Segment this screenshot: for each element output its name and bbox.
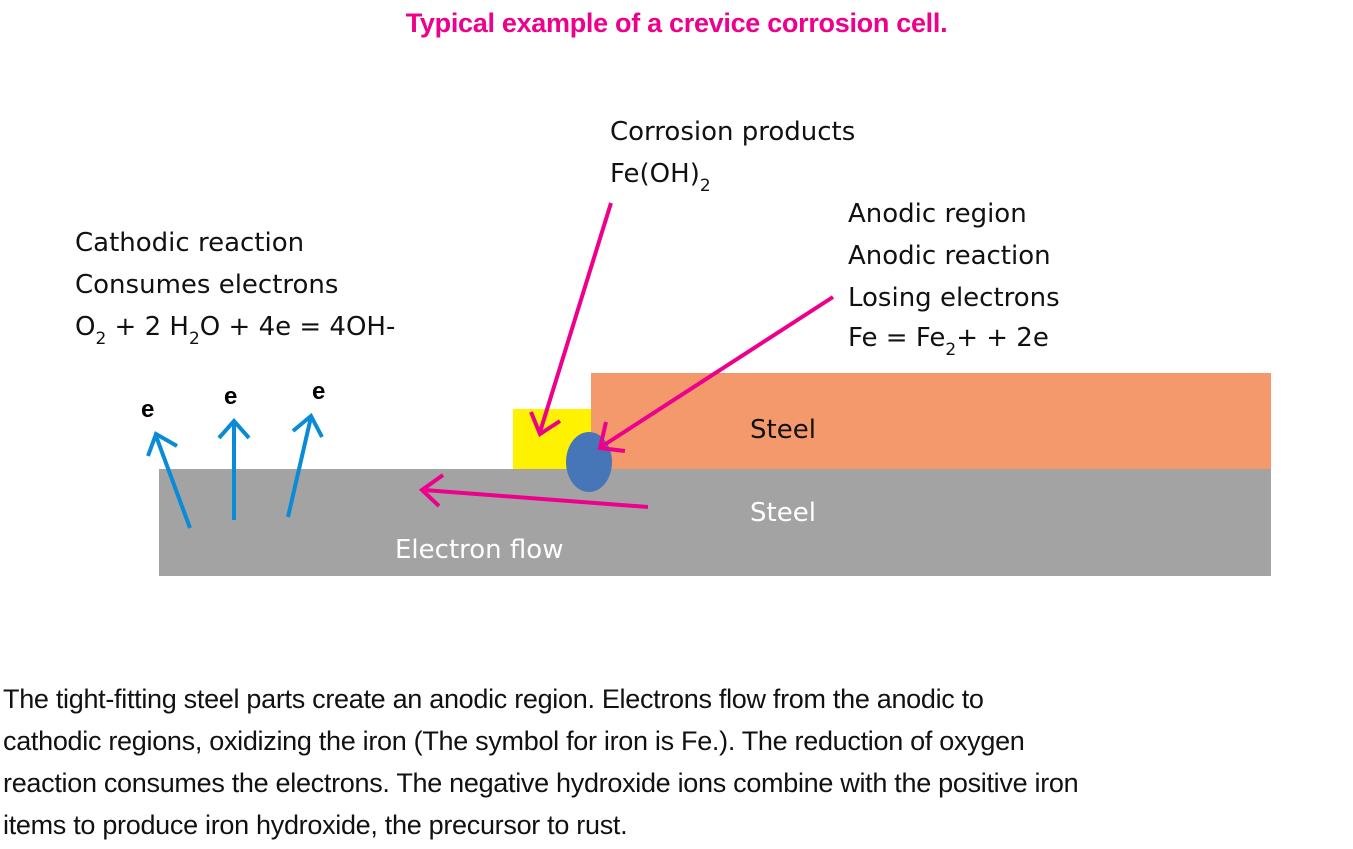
anodic-spot	[566, 432, 612, 492]
corrosion-products-label: Corrosion products Fe(OH)2	[610, 117, 855, 196]
formula-main: Fe(OH)	[610, 159, 700, 189]
anodic-pointer-arrow	[597, 295, 835, 453]
electron-arrow-2	[217, 417, 251, 520]
eq-o: O	[75, 312, 95, 342]
cathodic-line-2: Consumes electrons	[75, 270, 338, 300]
caption-line-3: reaction consumes the electrons. The neg…	[3, 768, 1079, 798]
corrosion-products-pointer-arrow	[529, 202, 613, 437]
caption-line-1: The tight-fitting steel parts create an …	[3, 684, 984, 714]
cathodic-reaction-label: Cathodic reaction Consumes electrons O2 …	[75, 228, 395, 349]
corrosion-products-line-1: Corrosion products	[610, 117, 855, 147]
electron-label-1: e	[141, 396, 154, 423]
eq-rest: O + 4e = 4OH-	[200, 312, 396, 342]
anodic-equation: Fe = Fe2+ + 2e	[848, 323, 1049, 360]
top-steel-label: Steel	[750, 415, 816, 445]
anodic-line-2: Anodic reaction	[848, 241, 1051, 271]
anodic-eq-rest: + + 2e	[956, 323, 1049, 353]
eq-mid: + 2 H	[106, 312, 189, 342]
electron-label-3: e	[312, 378, 325, 405]
electron-flow-label: Electron flow	[395, 535, 563, 565]
anodic-line-3: Losing electrons	[848, 283, 1060, 313]
diagram-title: Typical example of a crevice corrosion c…	[405, 8, 948, 38]
caption-line-2: cathodic regions, oxidizing the iron (Th…	[3, 726, 1025, 756]
anodic-eq-sub: 2	[945, 340, 956, 360]
caption-line-4: items to produce iron hydroxide, the pre…	[3, 810, 628, 840]
eq-h-sub: 2	[189, 329, 200, 349]
electron-flow-arrow	[418, 473, 649, 509]
eq-o-sub: 2	[95, 329, 106, 349]
anodic-line-1: Anodic region	[848, 199, 1027, 229]
electron-arrow-1	[146, 431, 192, 529]
formula-sub: 2	[700, 176, 711, 196]
caption-paragraph: The tight-fitting steel parts create an …	[3, 678, 1343, 846]
base-steel-label: Steel	[750, 498, 816, 528]
cathodic-equation: O2 + 2 H2O + 4e = 4OH-	[75, 312, 395, 349]
electron-label-2: e	[224, 383, 237, 410]
cathodic-line-1: Cathodic reaction	[75, 228, 304, 258]
anodic-eq-start: Fe = Fe	[848, 323, 945, 353]
corrosion-products-formula: Fe(OH)2	[610, 159, 711, 196]
top-steel-plate	[591, 373, 1271, 469]
anodic-region-label: Anodic region Anodic reaction Losing ele…	[848, 199, 1060, 360]
base-steel-plate	[159, 469, 1271, 576]
electron-arrow-3	[286, 412, 324, 518]
